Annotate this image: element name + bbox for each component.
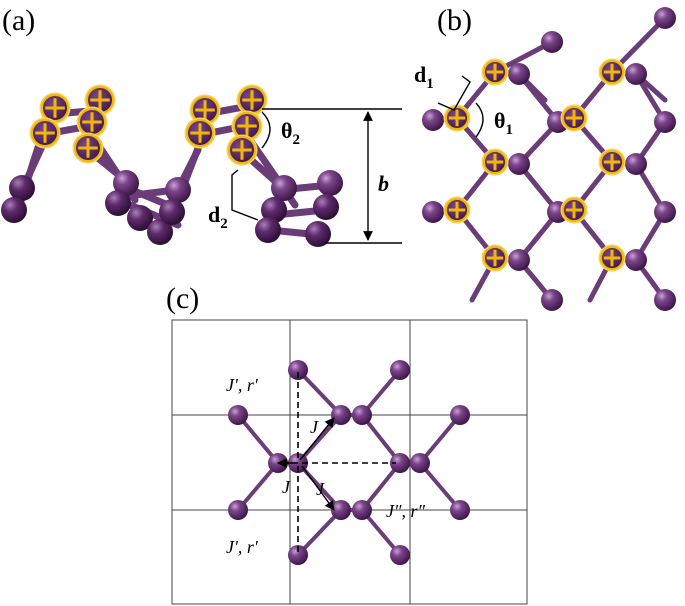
panel-c: (c) J′, r′ J J J J″, r″ J′, r′	[166, 282, 528, 605]
phosphorus-atom	[625, 153, 647, 175]
bond	[360, 461, 402, 512]
bond	[296, 508, 343, 557]
phosphorus-atom	[508, 153, 530, 175]
marked-atom	[76, 106, 108, 138]
phosphorus-atom	[541, 289, 563, 311]
bond	[418, 461, 462, 512]
phosphorus-atom	[508, 63, 530, 85]
bond	[296, 368, 343, 417]
panel-b-atoms	[422, 7, 676, 311]
bond	[236, 461, 280, 512]
phosphorus-atom	[654, 201, 676, 223]
phosphorus-atom	[331, 405, 351, 425]
phosphorus-atom	[410, 453, 430, 473]
marked-atom	[29, 117, 61, 149]
phosphorus-atom	[625, 249, 647, 271]
panel-a-atoms	[1, 170, 343, 247]
j-double-prime-label: J″, r″	[386, 501, 425, 521]
d1-label: d1	[414, 62, 434, 92]
marked-atom	[481, 244, 509, 272]
phosphorus-atom	[288, 545, 308, 565]
marked-atom	[443, 196, 471, 224]
bond	[360, 413, 402, 465]
marked-atom	[481, 148, 509, 176]
theta1-label: θ1	[494, 108, 513, 138]
j-prime-bottom-label: J′, r′	[226, 537, 259, 557]
phosphorus-atom	[331, 500, 351, 520]
marked-atom	[184, 117, 216, 149]
phosphorus-atom	[450, 405, 470, 425]
j-upper-label: J	[310, 417, 319, 437]
phosphorus-atom	[654, 111, 676, 133]
marked-atom	[226, 134, 258, 166]
marked-atom	[598, 244, 626, 272]
phosphorus-atom	[228, 405, 248, 425]
panel-b: (b) d1 θ1	[414, 4, 676, 311]
phosphorus-atom	[654, 7, 676, 29]
phosphorus-atom	[352, 405, 372, 425]
marked-atom	[481, 58, 509, 86]
marked-atom	[598, 148, 626, 176]
theta2-label: θ2	[281, 118, 300, 148]
phosphorus-atom	[541, 31, 563, 53]
d2-bracket	[231, 169, 259, 221]
marked-atom	[231, 110, 263, 142]
b-label: b	[378, 171, 389, 196]
phosphorus-atom	[422, 201, 444, 223]
phosphorus-atom	[390, 453, 410, 473]
marked-atom	[236, 84, 268, 116]
unit-cell-grid	[171, 319, 528, 605]
panel-c-label: (c)	[166, 282, 199, 315]
panel-a: (a)	[1, 4, 402, 247]
j-lower-arrow	[301, 465, 335, 511]
j-lower-label: J	[316, 479, 325, 499]
panel-a-label: (a)	[2, 4, 35, 37]
phosphorus-atom	[390, 545, 410, 565]
j-prime-top-label: J′, r′	[226, 375, 259, 395]
bond	[418, 413, 462, 465]
phosphorus-atom	[228, 500, 248, 520]
d2-label: d2	[208, 202, 228, 232]
phosphorus-atom	[508, 249, 530, 271]
theta2-arc	[261, 111, 271, 149]
phosphorus-atom	[288, 360, 308, 380]
d1-bracket	[437, 75, 471, 111]
exchange-labels: J′, r′ J J J J″, r″ J′, r′	[226, 375, 425, 557]
marked-atom	[443, 104, 471, 132]
j-left-label: J	[282, 477, 291, 497]
bond	[236, 413, 280, 465]
theta1-arc	[475, 102, 484, 138]
panel-c-atoms	[228, 360, 470, 565]
phosphorus-atom	[352, 500, 372, 520]
phosphorus-atom	[390, 360, 410, 380]
phosphorus-atom	[625, 63, 647, 85]
marked-atom	[39, 92, 71, 124]
phosphorus-atom	[422, 109, 444, 131]
j-upper-arrow	[299, 417, 335, 461]
exchange-paths	[277, 372, 396, 555]
marked-atom	[72, 132, 104, 164]
panel-a-marked-atoms	[29, 84, 268, 166]
marked-atom	[560, 104, 588, 132]
marked-atom	[560, 196, 588, 224]
phosphorus-atom	[450, 500, 470, 520]
marked-atom	[598, 58, 626, 86]
phosphorus-atom	[654, 289, 676, 311]
panel-b-label: (b)	[437, 4, 472, 37]
